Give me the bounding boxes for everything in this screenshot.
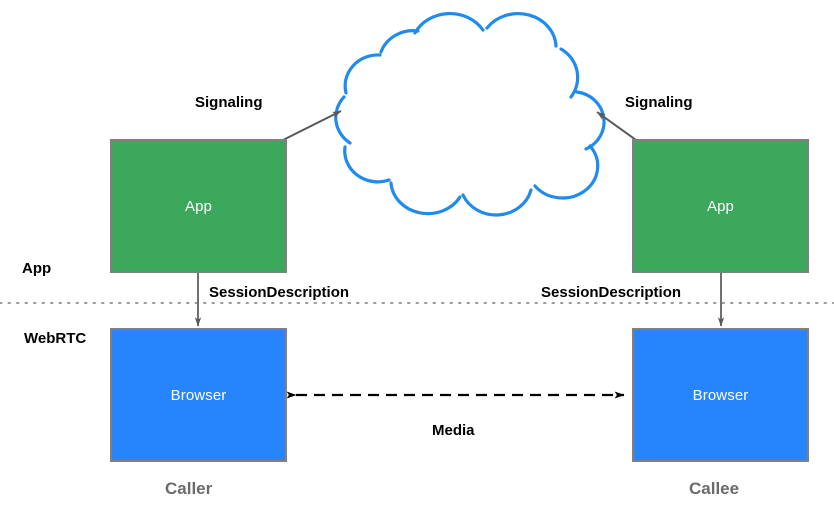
arrow-signaling-left [282, 110, 342, 141]
node-app-caller-label: App [185, 197, 212, 215]
cloud-icon [334, 12, 606, 217]
label-layer-app: App [22, 260, 52, 277]
label-signaling-right: Signaling [625, 94, 693, 111]
node-app-callee[interactable]: App [632, 139, 809, 273]
label-role-caller: Caller [165, 479, 213, 498]
arrow-signaling-right [596, 111, 637, 141]
label-signaling-left: Signaling [195, 94, 263, 111]
node-app-caller[interactable]: App [110, 139, 287, 273]
label-media: Media [432, 422, 475, 439]
node-browser-callee[interactable]: Browser [632, 328, 809, 462]
label-sessiondescription-left: SessionDescription [209, 284, 350, 301]
node-browser-caller-label: Browser [170, 386, 227, 404]
label-layer-webrtc: WebRTC [24, 330, 87, 347]
label-sessiondescription-right: SessionDescription [541, 284, 682, 301]
label-role-callee: Callee [689, 479, 740, 498]
node-browser-caller[interactable]: Browser [110, 328, 287, 462]
node-browser-callee-label: Browser [692, 386, 749, 404]
node-app-callee-label: App [707, 197, 734, 215]
